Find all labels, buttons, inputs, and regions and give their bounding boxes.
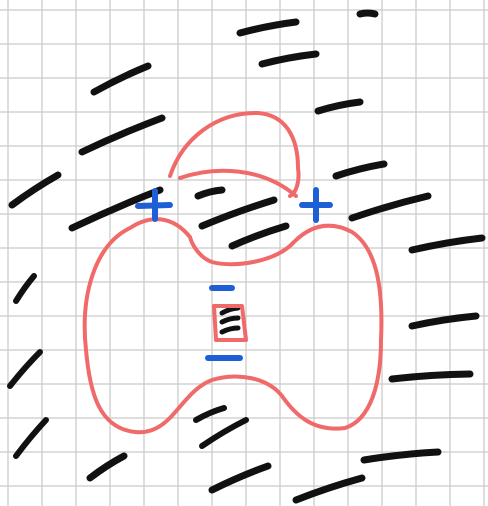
hatch-stroke — [360, 13, 375, 14]
